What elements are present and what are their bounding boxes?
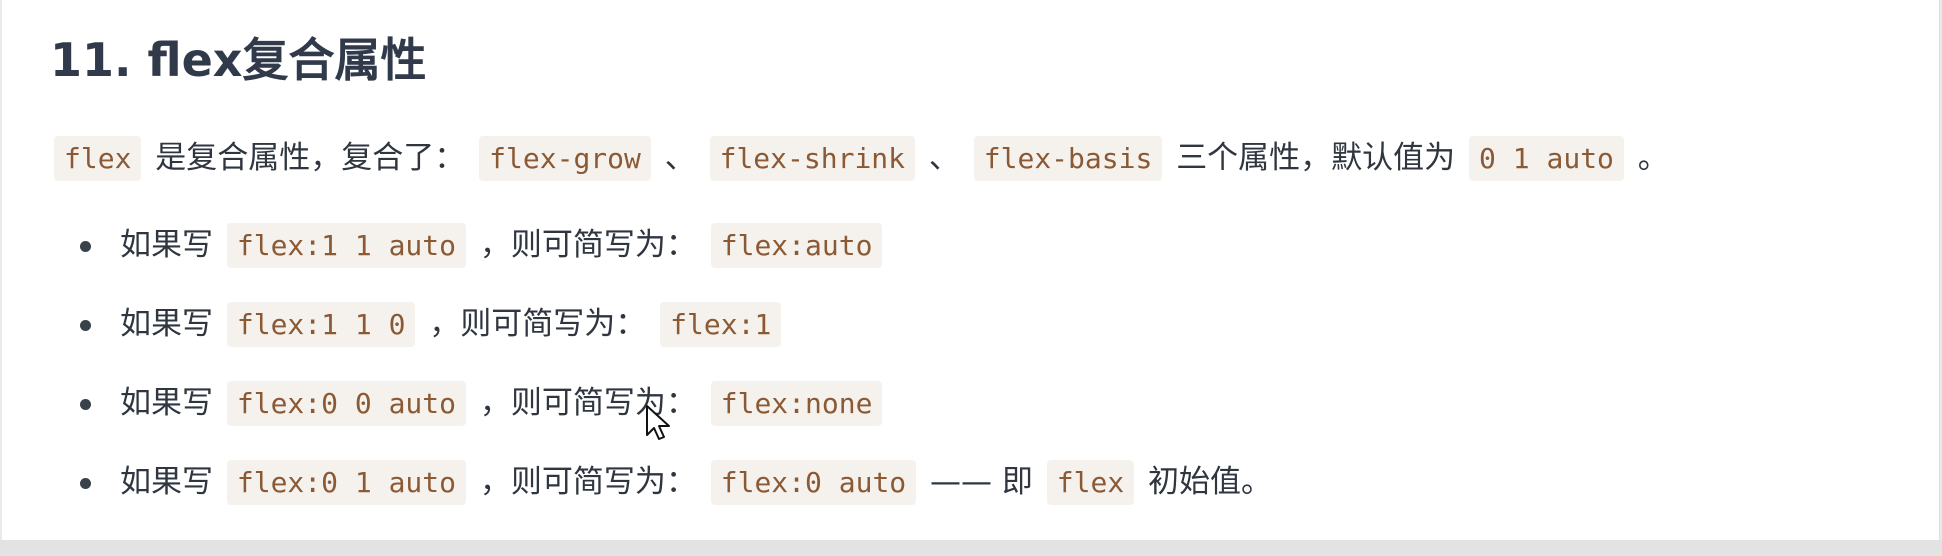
inline-code-flex: flex (54, 136, 142, 181)
inline-code-flex: flex (1046, 460, 1135, 505)
intro-separator-1: 、 (664, 140, 696, 176)
bullet-icon (80, 478, 91, 489)
list-item: 如果写 flex:0 1 auto ，则可简写为： flex:0 auto ——… (80, 453, 1272, 512)
list-item: 如果写 flex:1 1 0 ，则可简写为： flex:1 (80, 295, 1272, 354)
inline-code-full-value: flex:1 1 auto (226, 223, 467, 268)
rule-middle-text: ，则可简写为： (479, 464, 697, 500)
document-page: 11. flex复合属性 flex 是复合属性，复合了： flex-grow 、… (2, 0, 1940, 540)
inline-code-flex-grow: flex-grow (479, 136, 651, 181)
inline-code-short-value: flex:1 (660, 302, 782, 347)
inline-code-short-value: flex:0 auto (710, 460, 917, 505)
mouse-pointer-icon (646, 405, 670, 440)
list-item: 如果写 flex:1 1 auto ，则可简写为： flex:auto (80, 216, 1272, 275)
rule-suffix-1: —— 即 (930, 464, 1033, 500)
inline-code-flex-shrink: flex-shrink (709, 136, 916, 181)
rule-middle-text: ，则可简写为： (429, 306, 647, 342)
inline-code-short-value: flex:auto (710, 223, 883, 268)
inline-code-full-value: flex:0 1 auto (226, 460, 467, 505)
list-item: 如果写 flex:0 0 auto ，则可简写为： flex:none (80, 374, 1272, 433)
intro-text-2: 三个属性，默认值为 (1176, 140, 1456, 176)
bullet-icon (80, 320, 91, 331)
intro-paragraph: flex 是复合属性，复合了： flex-grow 、 flex-shrink … (50, 128, 1669, 189)
intro-separator-2: 、 (928, 140, 960, 176)
rule-prefix: 如果写 (120, 306, 213, 342)
rule-suffix-2: 初始值。 (1148, 464, 1273, 500)
bottom-scroll-area (0, 540, 1942, 556)
intro-text-end: 。 (1637, 140, 1669, 176)
bullet-icon (80, 241, 91, 252)
intro-text-1: 是复合属性，复合了： (155, 140, 466, 176)
rule-prefix: 如果写 (120, 385, 213, 421)
bullet-icon (80, 399, 91, 410)
rule-middle-text: ，则可简写为： (479, 227, 697, 263)
rule-middle-text: ，则可简写为： (479, 385, 697, 421)
rule-prefix: 如果写 (120, 227, 213, 263)
rule-prefix: 如果写 (120, 464, 213, 500)
inline-code-full-value: flex:1 1 0 (226, 302, 416, 347)
inline-code-short-value: flex:none (710, 381, 883, 426)
inline-code-default-value: 0 1 auto (1469, 136, 1624, 181)
section-heading: 11. flex复合属性 (50, 33, 427, 87)
shorthand-rules-list: 如果写 flex:1 1 auto ，则可简写为： flex:auto 如果写 … (80, 216, 1272, 532)
inline-code-flex-basis: flex-basis (973, 136, 1163, 181)
inline-code-full-value: flex:0 0 auto (226, 381, 467, 426)
